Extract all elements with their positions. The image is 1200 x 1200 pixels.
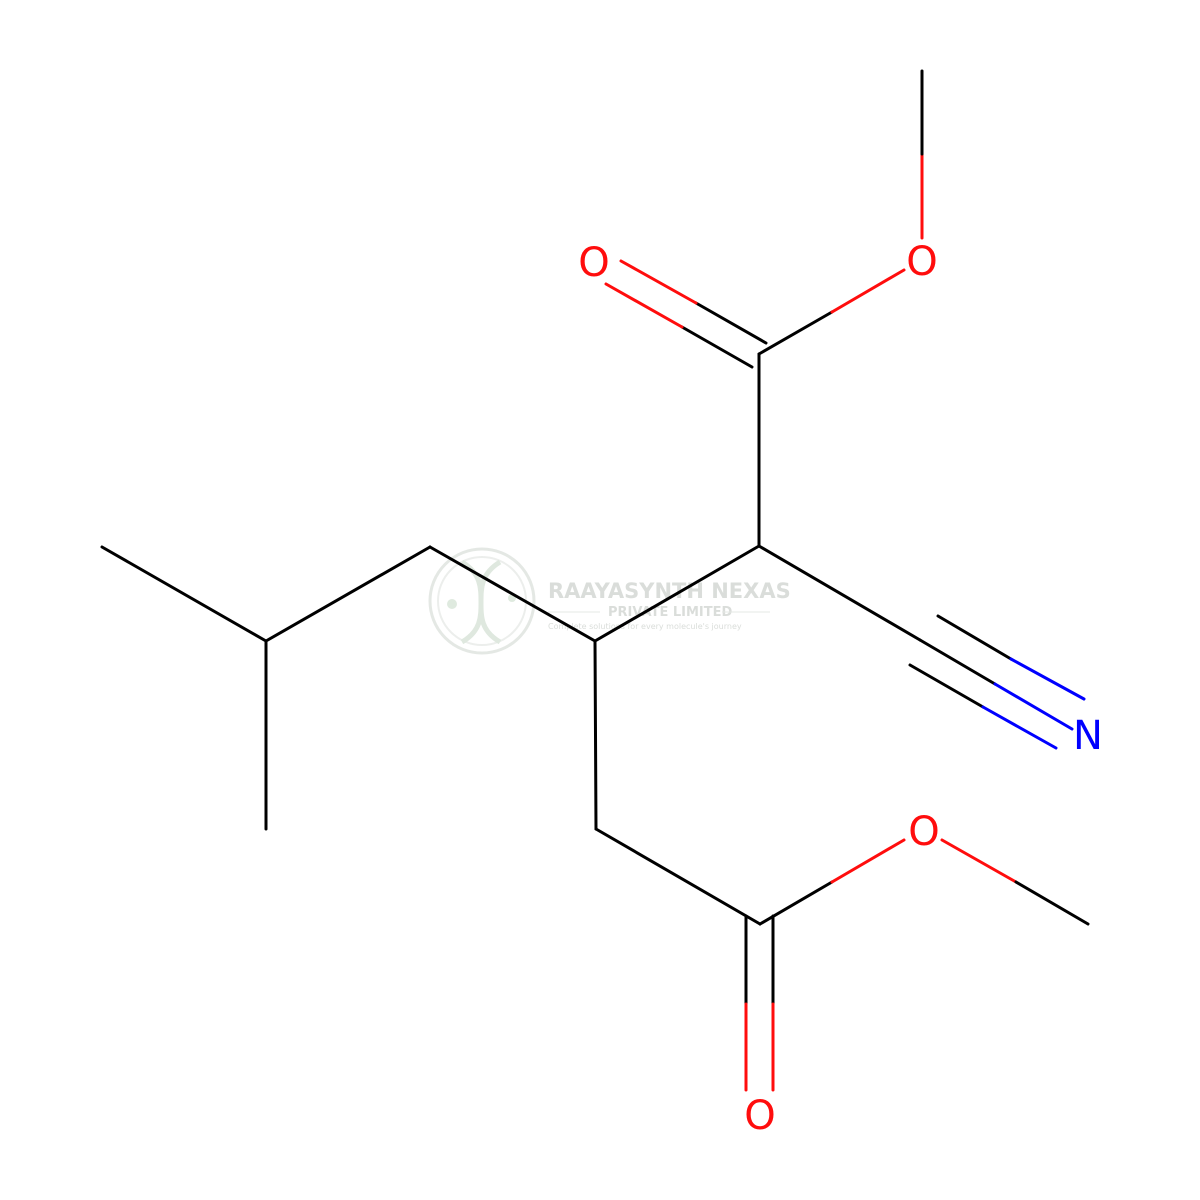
watermark-subtitle: PRIVATE LIMITED <box>608 605 733 620</box>
bond-c7-c8 <box>594 827 762 926</box>
bond-o-me2-red <box>940 838 1018 884</box>
bond-c1-c2 <box>100 545 268 643</box>
bond-c9-o-double-b-black <box>694 301 768 345</box>
bond-c8-o-red <box>830 838 906 884</box>
bond-cn-triple-2-black <box>936 614 1013 661</box>
bond-c6-c10 <box>757 544 922 642</box>
bond-cn-triple-3-blue <box>981 705 1058 750</box>
atom-label-o-methoxy-bottom: O <box>908 809 939 855</box>
bond-cn-triple-3-black <box>908 663 985 709</box>
bond-o-me2-black <box>1014 880 1090 926</box>
atom-label-o-methoxy-top: O <box>906 239 937 285</box>
atom-label-o-carbonyl-top: O <box>578 240 609 286</box>
bond-c5-c6 <box>593 544 761 643</box>
bond-c2-c4 <box>264 545 432 643</box>
bond-c9-o-double-b-red <box>619 259 698 305</box>
bond-cn-triple-1-blue <box>993 682 1074 731</box>
atom-label-o-carbonyl-bottom: O <box>744 1093 775 1139</box>
bond-c9-o-double-a-black <box>680 325 754 369</box>
watermark-tagline: Complete solutions for every molecule's … <box>548 622 742 631</box>
bond-cn-triple-1-black <box>918 638 997 686</box>
bond-c4-c5 <box>428 545 597 643</box>
atom-label-n-nitrile: N <box>1073 713 1103 759</box>
bond-c9-o-black <box>757 310 834 356</box>
bond-c5-c7 <box>593 639 598 831</box>
atom-labels: O O N O O <box>578 239 1103 1139</box>
bond-c9-o-double-a-red <box>604 282 684 329</box>
bonds <box>100 69 1090 1092</box>
bond-cn-triple-2-blue <box>1009 657 1086 701</box>
bond-c9-o-red <box>830 268 906 314</box>
